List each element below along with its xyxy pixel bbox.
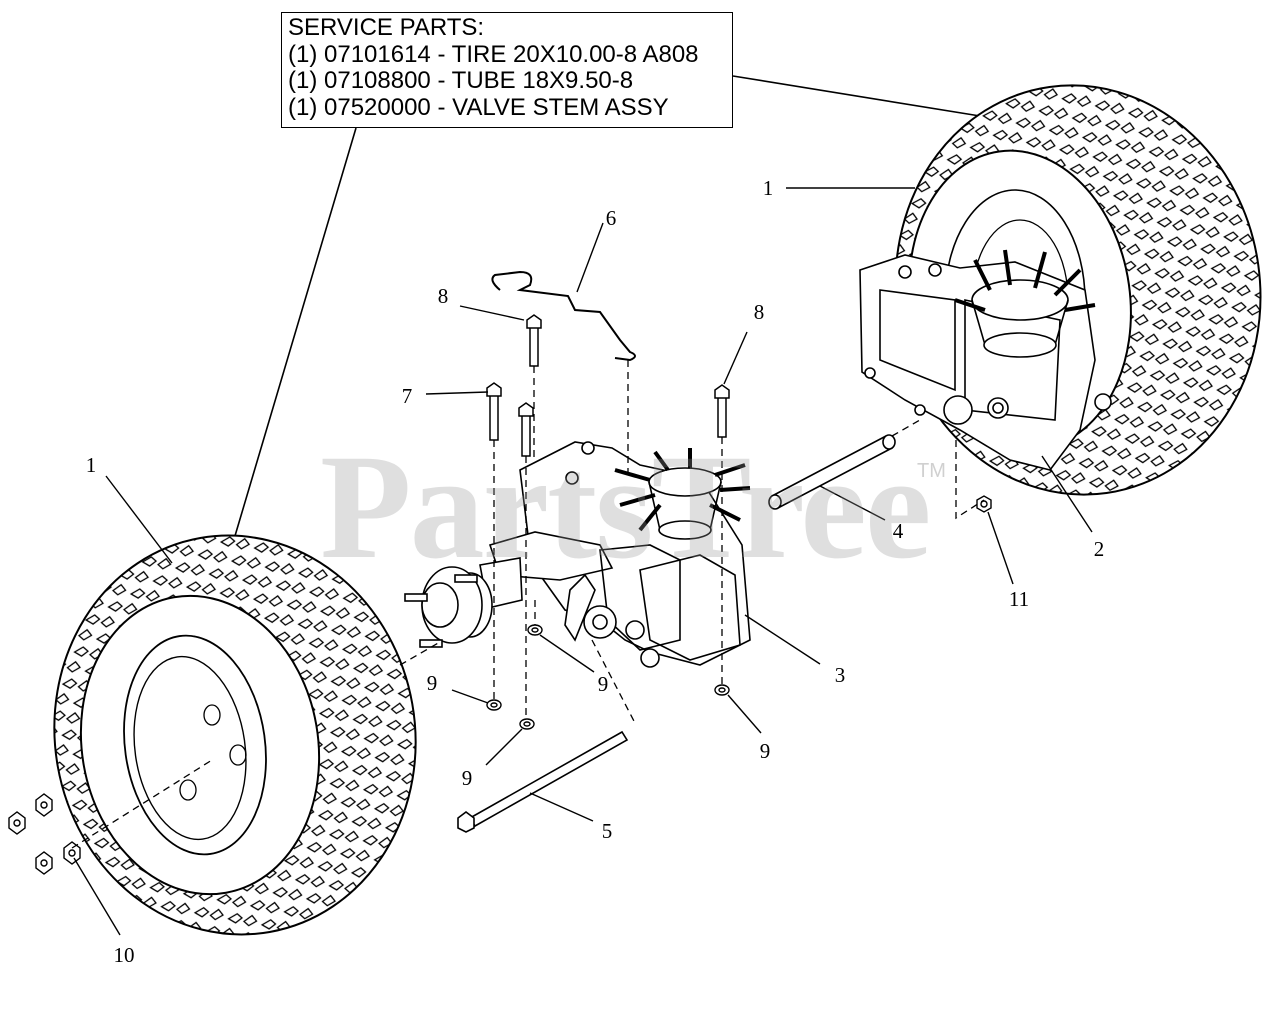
bolts bbox=[486, 314, 730, 457]
callout-10: 10 bbox=[113, 943, 135, 967]
spacer-tube bbox=[768, 434, 896, 510]
callout-9-c: 9 bbox=[461, 766, 473, 790]
callout-7: 7 bbox=[401, 384, 413, 408]
callout-9-a: 9 bbox=[426, 671, 438, 695]
callout-3: 3 bbox=[834, 663, 846, 687]
callout-5: 5 bbox=[601, 819, 613, 843]
axle-hub bbox=[404, 557, 523, 648]
tire-left bbox=[53, 534, 417, 936]
service-leaders bbox=[231, 75, 981, 547]
callout-leaders bbox=[73, 187, 1093, 936]
callout-6: 6 bbox=[605, 206, 617, 230]
service-part-tire: (1) 07101614 - TIRE 20X10.00-8 A808 bbox=[288, 40, 699, 68]
long-bolt bbox=[457, 730, 629, 833]
callout-11: 11 bbox=[1008, 587, 1030, 611]
bypass-rod bbox=[491, 270, 636, 362]
callout-2: 2 bbox=[1093, 537, 1105, 561]
lug-nuts bbox=[8, 793, 81, 875]
callout-8-left: 8 bbox=[437, 284, 449, 308]
service-part-valve-stem: (1) 07520000 - VALVE STEM ASSY bbox=[288, 93, 669, 121]
callout-9-d: 9 bbox=[759, 739, 771, 763]
callout-8-right: 8 bbox=[753, 300, 765, 324]
transaxle-right bbox=[859, 249, 1112, 471]
service-part-tube: (1) 07108800 - TUBE 18X9.50-8 bbox=[288, 67, 634, 94]
callout-1-left-tire: 1 bbox=[85, 453, 97, 477]
callout-4: 4 bbox=[892, 519, 904, 543]
transaxle-left bbox=[488, 441, 751, 668]
nuts bbox=[486, 495, 992, 730]
callout-1-right-tire: 1 bbox=[762, 176, 774, 200]
watermark: PartsTree bbox=[320, 424, 931, 590]
trademark-mark: TM bbox=[917, 460, 946, 482]
assembly-lines bbox=[71, 360, 985, 849]
service-parts-box: SERVICE PARTS: (1) 07101614 - TIRE 20X10… bbox=[281, 12, 733, 128]
callout-9-b: 9 bbox=[597, 672, 609, 696]
service-parts-title: SERVICE PARTS: bbox=[288, 14, 485, 41]
